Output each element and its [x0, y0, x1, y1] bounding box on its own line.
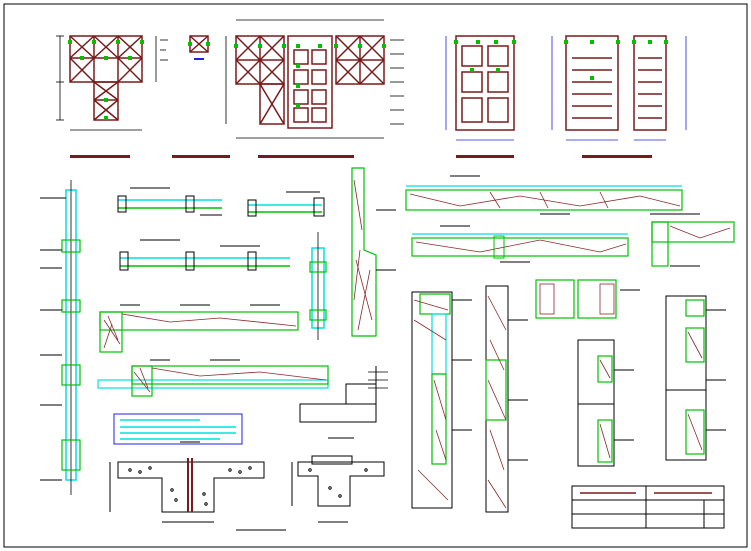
door-elevation-narrow-markers — [632, 40, 668, 44]
wall-section-left — [40, 180, 81, 495]
window-horizontal-section-2 — [247, 191, 325, 217]
window-horizontal-section-1 — [117, 187, 222, 216]
window-horizontal-section-3 — [119, 239, 290, 271]
head-section-long — [405, 175, 683, 215]
window-elevation-small-markers — [188, 42, 210, 46]
door-window-elevation — [235, 35, 385, 129]
foundation-detail-large — [109, 441, 286, 531]
window-elevation-large-dims — [56, 35, 168, 131]
wall-panel-section-2 — [665, 295, 726, 461]
door-elevations-title-bar — [582, 155, 652, 158]
window-elevation-large-markers — [68, 40, 144, 120]
sill-detail-1 — [99, 304, 299, 353]
door-window-elevation-markers — [234, 44, 386, 108]
wall-panel-section-1 — [577, 339, 634, 467]
door-elevation-narrow — [633, 35, 667, 131]
sill-section-long — [411, 225, 629, 263]
door-window-elevation-dims — [225, 19, 404, 139]
window-elevation-small-dim — [194, 58, 204, 60]
window-elevation-small-title-bar — [172, 155, 230, 158]
door-elevation-paneled-title-bar — [456, 155, 514, 158]
door-elevation-louvered — [565, 35, 619, 131]
door-elevation-louvered-dims — [551, 36, 618, 141]
door-elevation-paneled — [455, 35, 515, 131]
door-jamb-vertical-2 — [485, 285, 528, 513]
door-jamb-vertical-1 — [411, 291, 472, 509]
sill-detail-2 — [97, 359, 329, 397]
legend-box — [113, 413, 243, 445]
window-elevation-large-title-bar — [70, 155, 130, 158]
title-block — [571, 485, 725, 529]
wood-post-section — [351, 167, 396, 337]
door-elevation-narrow-dims — [634, 36, 687, 141]
threshold-detail — [299, 366, 388, 439]
foundation-detail-small — [291, 455, 385, 523]
door-window-elevation-title-bar — [258, 155, 354, 158]
corner-detail-right — [651, 213, 735, 267]
jamb-section-center — [309, 232, 327, 340]
door-elevation-paneled-markers — [454, 40, 516, 72]
stop-detail-pair — [535, 279, 640, 319]
door-elevation-louvered-markers — [564, 40, 620, 80]
door-elevation-paneled-dims — [445, 36, 514, 141]
